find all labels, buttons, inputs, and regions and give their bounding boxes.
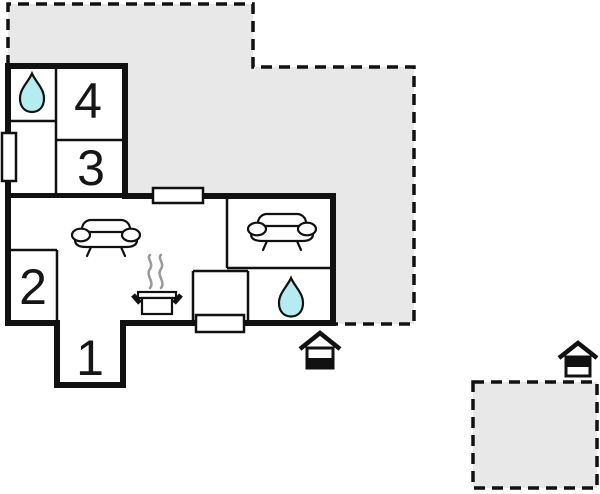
room-2-label: 2 [19, 259, 47, 315]
water-drop-icon [18, 70, 46, 114]
terrace-area [8, 4, 414, 324]
room-4-label: 4 [74, 73, 102, 129]
entrance-house-icon [557, 340, 599, 378]
cooking-pot-icon [131, 253, 183, 316]
water-drop-icon [277, 275, 305, 318]
entrance-house-icon [298, 330, 342, 370]
terrace-dashed-border [6, 2, 416, 326]
plot-dashed-border [471, 380, 599, 490]
sofa-icon [246, 212, 318, 252]
room-1-label: 1 [76, 330, 104, 386]
window-left [0, 131, 18, 183]
house-outline [5, 63, 336, 388]
plot-area [473, 382, 597, 488]
sofa-icon [70, 218, 142, 258]
window-top [151, 186, 205, 205]
room-3-label: 3 [77, 140, 105, 196]
window-bottom [194, 313, 246, 334]
